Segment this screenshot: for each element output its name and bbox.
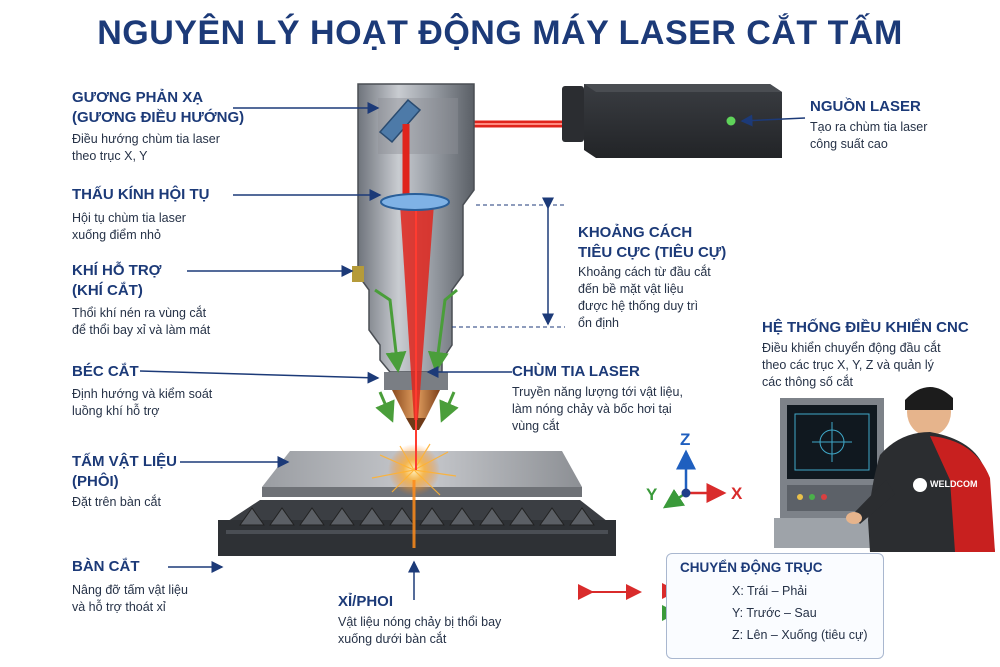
brand-logo-text: WELDCOM [930,479,978,489]
axis-x-label: X [731,484,743,503]
axis-motion-legend [666,553,884,659]
legend-item-z: Z: Lên – Xuống (tiêu cự) [732,628,868,642]
cutting-sparks [371,443,457,548]
gas-heading: KHÍ HỖ TRỢ (KHÍ CẮT) [72,262,162,299]
focal-heading: KHOẢNG CÁCH TIÊU CỰC (TIÊU CỰ) [578,224,727,261]
mirror-desc: Điều hướng chùm tia laser theo trục X, Y [72,132,220,163]
legend-title: CHUYỂN ĐỘNG TRỤC [680,560,823,575]
table-heading: BÀN CẮT [72,558,140,575]
lens-heading: THẤU KÍNH HỘI TỤ [72,186,210,203]
legend-item-x: X: Trái – Phải [732,584,808,598]
lens-desc: Hội tụ chùm tia laser xuống điểm nhỏ [72,211,186,242]
cnc-workstation [774,398,904,548]
source-desc: Tạo ra chùm tia laser công suất cao [810,120,928,151]
sheet-heading: TẤM VẬT LIỆU (PHÔI) [72,453,177,490]
leader-lines [139,102,806,600]
beam-vertical [400,124,434,470]
legend-item-y: Y: Trước – Sau [732,606,817,620]
mirror-heading: GƯƠNG PHẢN XẠ (GƯƠNG ĐIỀU HƯỚNG) [72,89,245,126]
focal-desc: Khoảng cách từ đầu cắt đến bề mặt vật li… [578,265,711,330]
mirror [378,98,422,144]
nozzle-heading: BÉC CẮT [72,363,139,380]
axis-z-label: Z [680,430,691,449]
axis-triad [662,449,727,509]
focusing-lens [380,193,450,211]
beam-desc: Truyền năng lượng tới vật liệu, làm nóng… [512,385,683,433]
table-desc: Nâng đỡ tấm vật liệu và hỗ trợ thoát xỉ [72,583,188,614]
gas-flow [374,288,459,423]
focal-distance-marker [452,197,565,328]
operator [846,386,995,552]
sheet-desc: Đặt trên bàn cắt [72,495,161,509]
laser-source [562,84,782,158]
axis-y-label: Y [646,485,658,504]
nozzle-desc: Định hướng và kiểm soát luồng khí hỗ trợ [72,387,213,418]
cnc-heading: HỆ THỐNG ĐIỀU KHIỂN CNC [762,319,969,336]
beam-heading: CHÙM TIA LASER [512,363,640,380]
slag-heading: XỈ/PHOI [338,593,394,610]
gas-desc: Thổi khí nén ra vùng cắt để thổi bay xỉ … [72,306,211,337]
slag-desc: Vật liệu nóng chảy bị thổi bay xuống dướ… [338,615,502,646]
cutting-table [218,500,616,556]
cnc-desc: Điều khiển chuyển động đầu cắt theo các … [762,341,941,389]
page-title: NGUYÊN LÝ HOẠT ĐỘNG MÁY LASER CẮT TẤM [97,14,903,52]
source-heading: NGUỒN LASER [810,98,921,115]
